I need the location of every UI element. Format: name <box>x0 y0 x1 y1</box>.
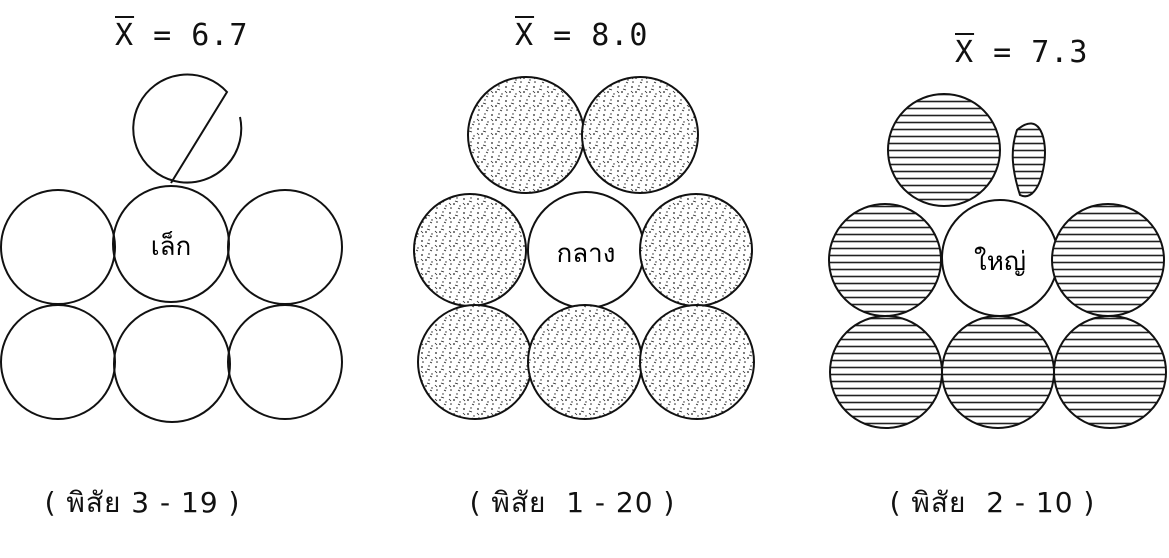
group-large-circles <box>828 93 1167 429</box>
circle <box>887 93 1001 207</box>
circle-diagram: เล็ก กลาง ใหญ่ <box>0 73 1167 429</box>
circle <box>227 189 343 305</box>
mean-symbol: X <box>515 18 535 53</box>
circle <box>829 315 943 429</box>
circle <box>417 304 533 420</box>
partial-circle <box>132 73 243 184</box>
mean-large: X = 7.3 <box>955 35 1088 70</box>
circle <box>113 305 231 423</box>
mean-value: = 7.3 <box>974 35 1089 70</box>
mean-value: = 6.7 <box>134 18 249 53</box>
mean-medium: X = 8.0 <box>515 18 648 53</box>
mean-value: = 8.0 <box>534 18 649 53</box>
circle <box>581 76 699 194</box>
circle <box>413 193 527 307</box>
circle <box>1051 203 1165 317</box>
mean-symbol: X <box>115 18 135 53</box>
center-label: ใหญ่ <box>974 247 1026 277</box>
circle <box>0 189 116 305</box>
mean-small: X = 6.7 <box>115 18 248 53</box>
circle <box>639 304 755 420</box>
circle <box>467 76 585 194</box>
circle <box>639 193 753 307</box>
group-small-circles <box>0 73 343 423</box>
group-medium-circles <box>413 76 755 420</box>
circle <box>828 203 942 317</box>
mean-symbol: X <box>955 35 975 70</box>
circle <box>941 315 1055 429</box>
circle <box>227 304 343 420</box>
circle <box>1053 315 1167 429</box>
center-label: กลาง <box>557 239 616 269</box>
circle <box>0 304 116 420</box>
leaf-fragment <box>1011 122 1046 198</box>
center-label: เล็ก <box>151 230 192 262</box>
circle <box>527 304 643 420</box>
